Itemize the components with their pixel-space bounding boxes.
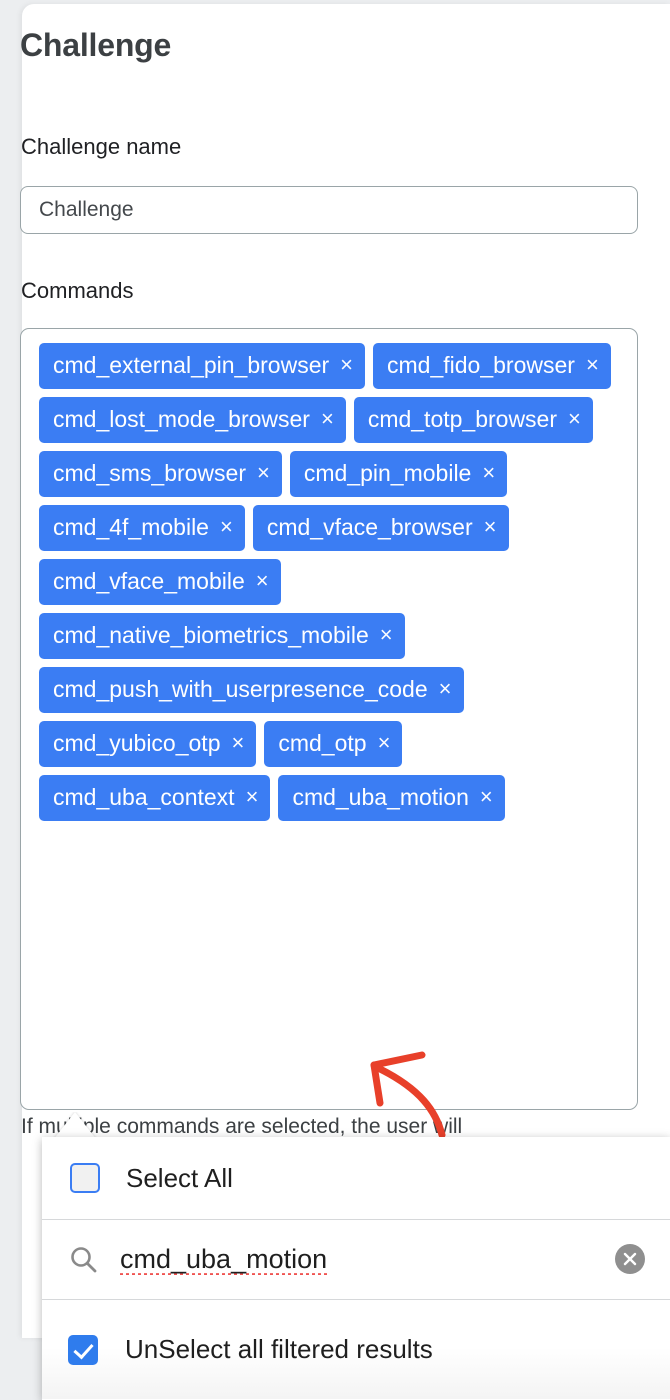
command-chip[interactable]: cmd_push_with_userpresence_code × bbox=[39, 667, 464, 713]
remove-chip-icon[interactable]: × bbox=[231, 730, 245, 755]
remove-chip-icon[interactable]: × bbox=[245, 784, 259, 809]
remove-chip-icon[interactable]: × bbox=[320, 406, 334, 431]
dropdown-caret-icon bbox=[53, 1112, 97, 1140]
command-chip[interactable]: cmd_fido_browser × bbox=[373, 343, 611, 389]
dropdown-search-input[interactable] bbox=[120, 1244, 540, 1275]
remove-chip-icon[interactable]: × bbox=[438, 676, 452, 701]
command-chip[interactable]: cmd_uba_context × bbox=[39, 775, 271, 821]
command-chip[interactable]: cmd_vface_browser × bbox=[252, 505, 509, 551]
dropdown-select-all-row[interactable]: Select All bbox=[42, 1137, 670, 1220]
command-chip-label: cmd_fido_browser bbox=[387, 351, 575, 378]
dropdown-search-row[interactable] bbox=[42, 1220, 670, 1300]
command-chip-label: cmd_otp bbox=[278, 729, 367, 756]
remove-chip-icon[interactable]: × bbox=[255, 568, 269, 593]
commands-chip-list: cmd_external_pin_browser×cmd_fido_browse… bbox=[39, 343, 625, 821]
command-chip[interactable]: cmd_sms_browser × bbox=[39, 451, 282, 497]
dropdown-unselect-all-filtered-row[interactable]: UnSelect all filtered results bbox=[42, 1300, 670, 1399]
command-chip[interactable]: cmd_totp_browser × bbox=[353, 397, 593, 443]
remove-chip-icon[interactable]: × bbox=[379, 622, 393, 647]
command-chip[interactable]: cmd_external_pin_browser × bbox=[39, 343, 366, 389]
commands-label: Commands bbox=[21, 278, 134, 303]
command-chip-label: cmd_pin_mobile bbox=[303, 459, 472, 486]
select-all-label: Select All bbox=[126, 1162, 233, 1193]
command-chip-label: cmd_external_pin_browser bbox=[53, 351, 330, 378]
clear-search-icon[interactable] bbox=[615, 1244, 645, 1274]
commands-helper-text: If multiple commands are selected, the u… bbox=[21, 1115, 463, 1138]
command-chip[interactable]: cmd_yubico_otp × bbox=[39, 721, 257, 767]
command-chip-label: cmd_uba_context bbox=[53, 783, 235, 810]
command-chip-label: cmd_4f_mobile bbox=[53, 513, 209, 540]
command-chip-label: cmd_vface_mobile bbox=[53, 567, 245, 594]
remove-chip-icon[interactable]: × bbox=[585, 352, 599, 377]
command-chip-label: cmd_uba_motion bbox=[292, 783, 469, 810]
command-chip[interactable]: cmd_vface_mobile × bbox=[39, 559, 281, 605]
command-chip[interactable]: cmd_pin_mobile × bbox=[289, 451, 508, 497]
remove-chip-icon[interactable]: × bbox=[483, 514, 497, 539]
remove-chip-icon[interactable]: × bbox=[377, 730, 391, 755]
command-chip-label: cmd_totp_browser bbox=[367, 405, 558, 432]
commands-chip-box[interactable]: cmd_external_pin_browser×cmd_fido_browse… bbox=[20, 328, 638, 1110]
command-chip-label: cmd_lost_mode_browser bbox=[53, 405, 310, 432]
select-all-checkbox[interactable] bbox=[70, 1163, 100, 1193]
remove-chip-icon[interactable]: × bbox=[482, 460, 496, 485]
remove-chip-icon[interactable]: × bbox=[479, 784, 493, 809]
challenge-name-label: Challenge name bbox=[21, 134, 182, 159]
command-chip[interactable]: cmd_otp × bbox=[264, 721, 403, 767]
command-chip-label: cmd_yubico_otp bbox=[53, 729, 221, 756]
challenge-name-input[interactable] bbox=[20, 186, 638, 234]
command-chip[interactable]: cmd_native_biometrics_mobile × bbox=[39, 613, 405, 659]
command-chip-label: cmd_sms_browser bbox=[53, 459, 246, 486]
command-chip-label: cmd_native_biometrics_mobile bbox=[53, 621, 369, 648]
remove-chip-icon[interactable]: × bbox=[219, 514, 233, 539]
page-title: Challenge bbox=[20, 27, 172, 63]
commands-dropdown-panel: Select All UnSelect all filtered results bbox=[42, 1137, 670, 1400]
command-chip-label: cmd_push_with_userpresence_code bbox=[53, 675, 428, 702]
command-chip-label: cmd_vface_browser bbox=[266, 513, 473, 540]
remove-chip-icon[interactable]: × bbox=[257, 460, 270, 485]
command-chip[interactable]: cmd_4f_mobile × bbox=[39, 505, 245, 551]
search-icon bbox=[71, 1246, 97, 1272]
remove-chip-icon[interactable]: × bbox=[568, 406, 581, 431]
unselect-all-filtered-checkbox[interactable] bbox=[68, 1334, 98, 1365]
command-chip[interactable]: cmd_uba_motion × bbox=[278, 775, 505, 821]
remove-chip-icon[interactable]: × bbox=[340, 352, 354, 377]
unselect-all-filtered-label: UnSelect all filtered results bbox=[125, 1334, 433, 1364]
command-chip[interactable]: cmd_lost_mode_browser × bbox=[39, 397, 346, 443]
